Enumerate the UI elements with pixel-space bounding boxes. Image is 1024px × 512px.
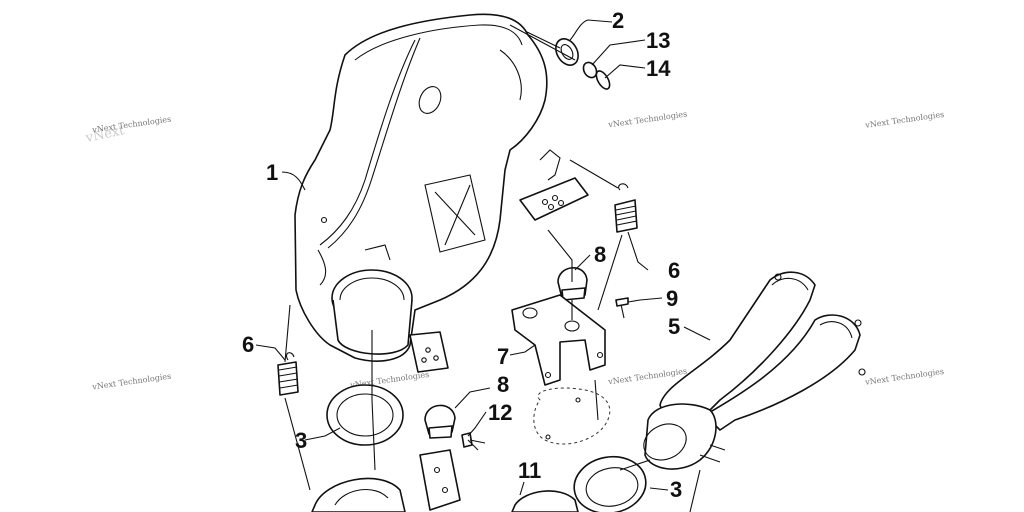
- watermark-3: vNext Technologies: [607, 109, 688, 129]
- watermark-4: vNext Technologies: [864, 110, 945, 130]
- callout-1: 1: [266, 160, 278, 185]
- watermark-1: vNext Technologies: [91, 115, 172, 135]
- leader-lines: [255, 19, 711, 512]
- lower-bracket-center: [419, 432, 486, 511]
- watermark-5: vNext Technologies: [91, 372, 172, 392]
- callout-3-right: 3: [670, 477, 682, 502]
- rubber-mount-upper: [557, 267, 588, 301]
- callout-12: 12: [488, 400, 512, 425]
- callout-3-left: 3: [295, 428, 307, 453]
- callout-2: 2: [612, 8, 624, 33]
- seal-ring-right: [573, 455, 647, 512]
- lower-clamp-left: [311, 477, 406, 512]
- callout-9: 9: [666, 286, 678, 311]
- bolt-small: [615, 297, 629, 319]
- muffler-body: [294, 13, 548, 373]
- callout-7: 7: [497, 344, 509, 369]
- header-pipe: [643, 271, 866, 470]
- callout-11: 11: [518, 458, 541, 483]
- callout-13: 13: [646, 28, 670, 53]
- callout-6-right: 6: [668, 258, 680, 283]
- spring-right: [614, 183, 638, 233]
- callouts: 1 2 13 14 6 6 8 8 9 5 7 3 3 12 11: [242, 8, 682, 502]
- upper-bracket: [519, 149, 589, 221]
- callout-14: 14: [646, 56, 671, 81]
- callout-5: 5: [668, 314, 680, 339]
- callout-6-left: 6: [242, 332, 254, 357]
- callout-8-lower: 8: [497, 372, 509, 397]
- gasket-outline: [533, 387, 611, 445]
- seal-ring-left: [326, 384, 404, 446]
- callout-8-upper: 8: [594, 242, 606, 267]
- watermark-8: vNext Technologies: [864, 367, 945, 387]
- spring-left: [277, 352, 299, 396]
- rubber-mount-lower: [424, 404, 456, 439]
- support-bracket: [511, 294, 606, 386]
- lower-clamp-right: [511, 490, 579, 512]
